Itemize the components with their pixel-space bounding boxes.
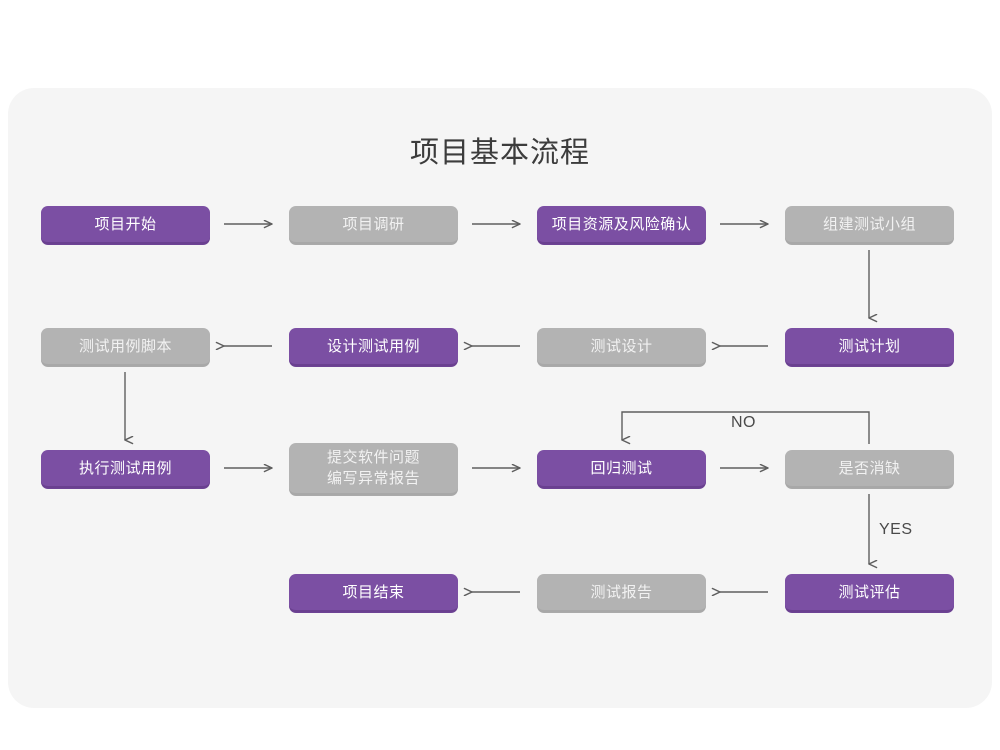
node-submit-issue-report[interactable]: 提交软件问题 编写异常报告 [289,443,458,495]
node-test-case-script[interactable]: 测试用例脚本 [41,328,210,366]
node-label: 测试报告 [590,583,653,601]
node-project-end[interactable]: 项目结束 [289,574,458,612]
node-test-evaluation[interactable]: 测试评估 [785,574,954,612]
edge-label-no: NO [731,414,756,431]
node-label: 项目资源及风险确认 [551,215,692,233]
node-project-start[interactable]: 项目开始 [41,206,210,244]
node-test-design[interactable]: 测试设计 [537,328,706,366]
page-title: 项目基本流程 [409,137,590,169]
node-label: 项目开始 [94,215,157,233]
node-label: 执行测试用例 [78,459,172,477]
node-label: 测试用例脚本 [78,337,172,355]
node-label: 测试评估 [838,583,901,601]
node-build-test-team[interactable]: 组建测试小组 [785,206,954,244]
node-regression-test[interactable]: 回归测试 [537,450,706,488]
node-design-test-case[interactable]: 设计测试用例 [289,328,458,366]
node-label: 回归测试 [590,459,653,477]
edge-label-yes: YES [879,521,913,538]
node-label: 项目结束 [342,583,405,601]
node-execute-test-case[interactable]: 执行测试用例 [41,450,210,488]
node-label: 测试计划 [838,337,901,355]
node-resource-risk-confirm[interactable]: 项目资源及风险确认 [537,206,706,244]
node-label: 测试设计 [590,337,653,355]
node-test-plan[interactable]: 测试计划 [785,328,954,366]
node-label: 提交软件问题 编写异常报告 [326,449,420,487]
node-defect-cleared-decision[interactable]: 是否消缺 [785,450,954,488]
node-label: 是否消缺 [838,459,901,477]
node-label: 项目调研 [342,215,405,233]
node-project-research[interactable]: 项目调研 [289,206,458,244]
node-label: 设计测试用例 [326,337,420,355]
node-test-report[interactable]: 测试报告 [537,574,706,612]
diagram-panel [8,88,992,708]
node-label: 组建测试小组 [822,215,916,233]
